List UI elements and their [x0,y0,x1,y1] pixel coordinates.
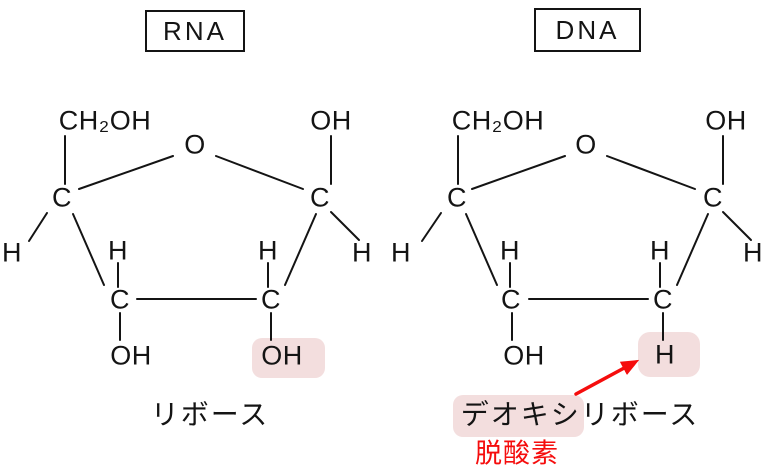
dna-deoxy-highlight [453,395,584,437]
red-annotation-arrow [574,359,640,396]
dna-atom-ch2oh: CH₂OH [451,105,545,136]
rna-title: RNA [163,15,227,46]
rna-atom-oh-bottom-left: OH [110,340,152,371]
dna-title: DNA [555,14,620,45]
dna-atom-c-top-left: C [447,182,467,213]
rna-title-box: RNA [145,10,245,52]
dna-atom-h-outer-right: H [743,237,763,268]
rna-atom-ch2oh: CH₂OH [58,105,152,136]
rna-bonds [28,135,360,341]
dna-atom-ring-o: O [575,129,597,160]
rna-atom-c-bottom-left: C [110,284,130,315]
dna-h-highlight [638,332,700,377]
rna-atom-c-top-left: C [52,182,72,213]
dna-atom-h-inner-right: H [650,235,670,266]
dna-atom-c-bottom-right: C [653,284,673,315]
dna-atom-oh-top-right: OH [705,105,747,136]
rna-oh-highlight [252,338,325,378]
dna-atom-oh-bottom-left: OH [503,340,545,371]
dna-title-box: DNA [534,8,641,52]
dna-atom-h-inner-left: H [500,235,520,266]
dna-atom-h-outer-left: H [391,237,411,268]
rna-molecule-name: リボース [150,399,270,430]
rna-atom-h-outer-left: H [2,237,22,268]
dna-atom-c-bottom-left: C [501,284,521,315]
rna-atom-h-outer-right: H [352,237,372,268]
dna-deoxygenation-note: 脱酸素 [475,438,559,469]
rna-atom-h-inner-left: H [108,235,128,266]
dna-atom-c-top-right: C [703,182,723,213]
dna-bonds [421,135,752,341]
rna-atom-c-bottom-right: C [261,284,281,315]
rna-atom-c-top-right: C [310,182,330,213]
dna-atom-h-bottom-right: H [655,339,675,370]
rna-atom-ring-o: O [184,129,206,160]
dna-molecule-name: デオキシリボース [460,399,700,430]
rna-atom-oh-bottom-right: OH [261,340,303,371]
rna-atom-oh-top-right: OH [310,105,352,136]
rna-atom-h-inner-right: H [258,235,278,266]
